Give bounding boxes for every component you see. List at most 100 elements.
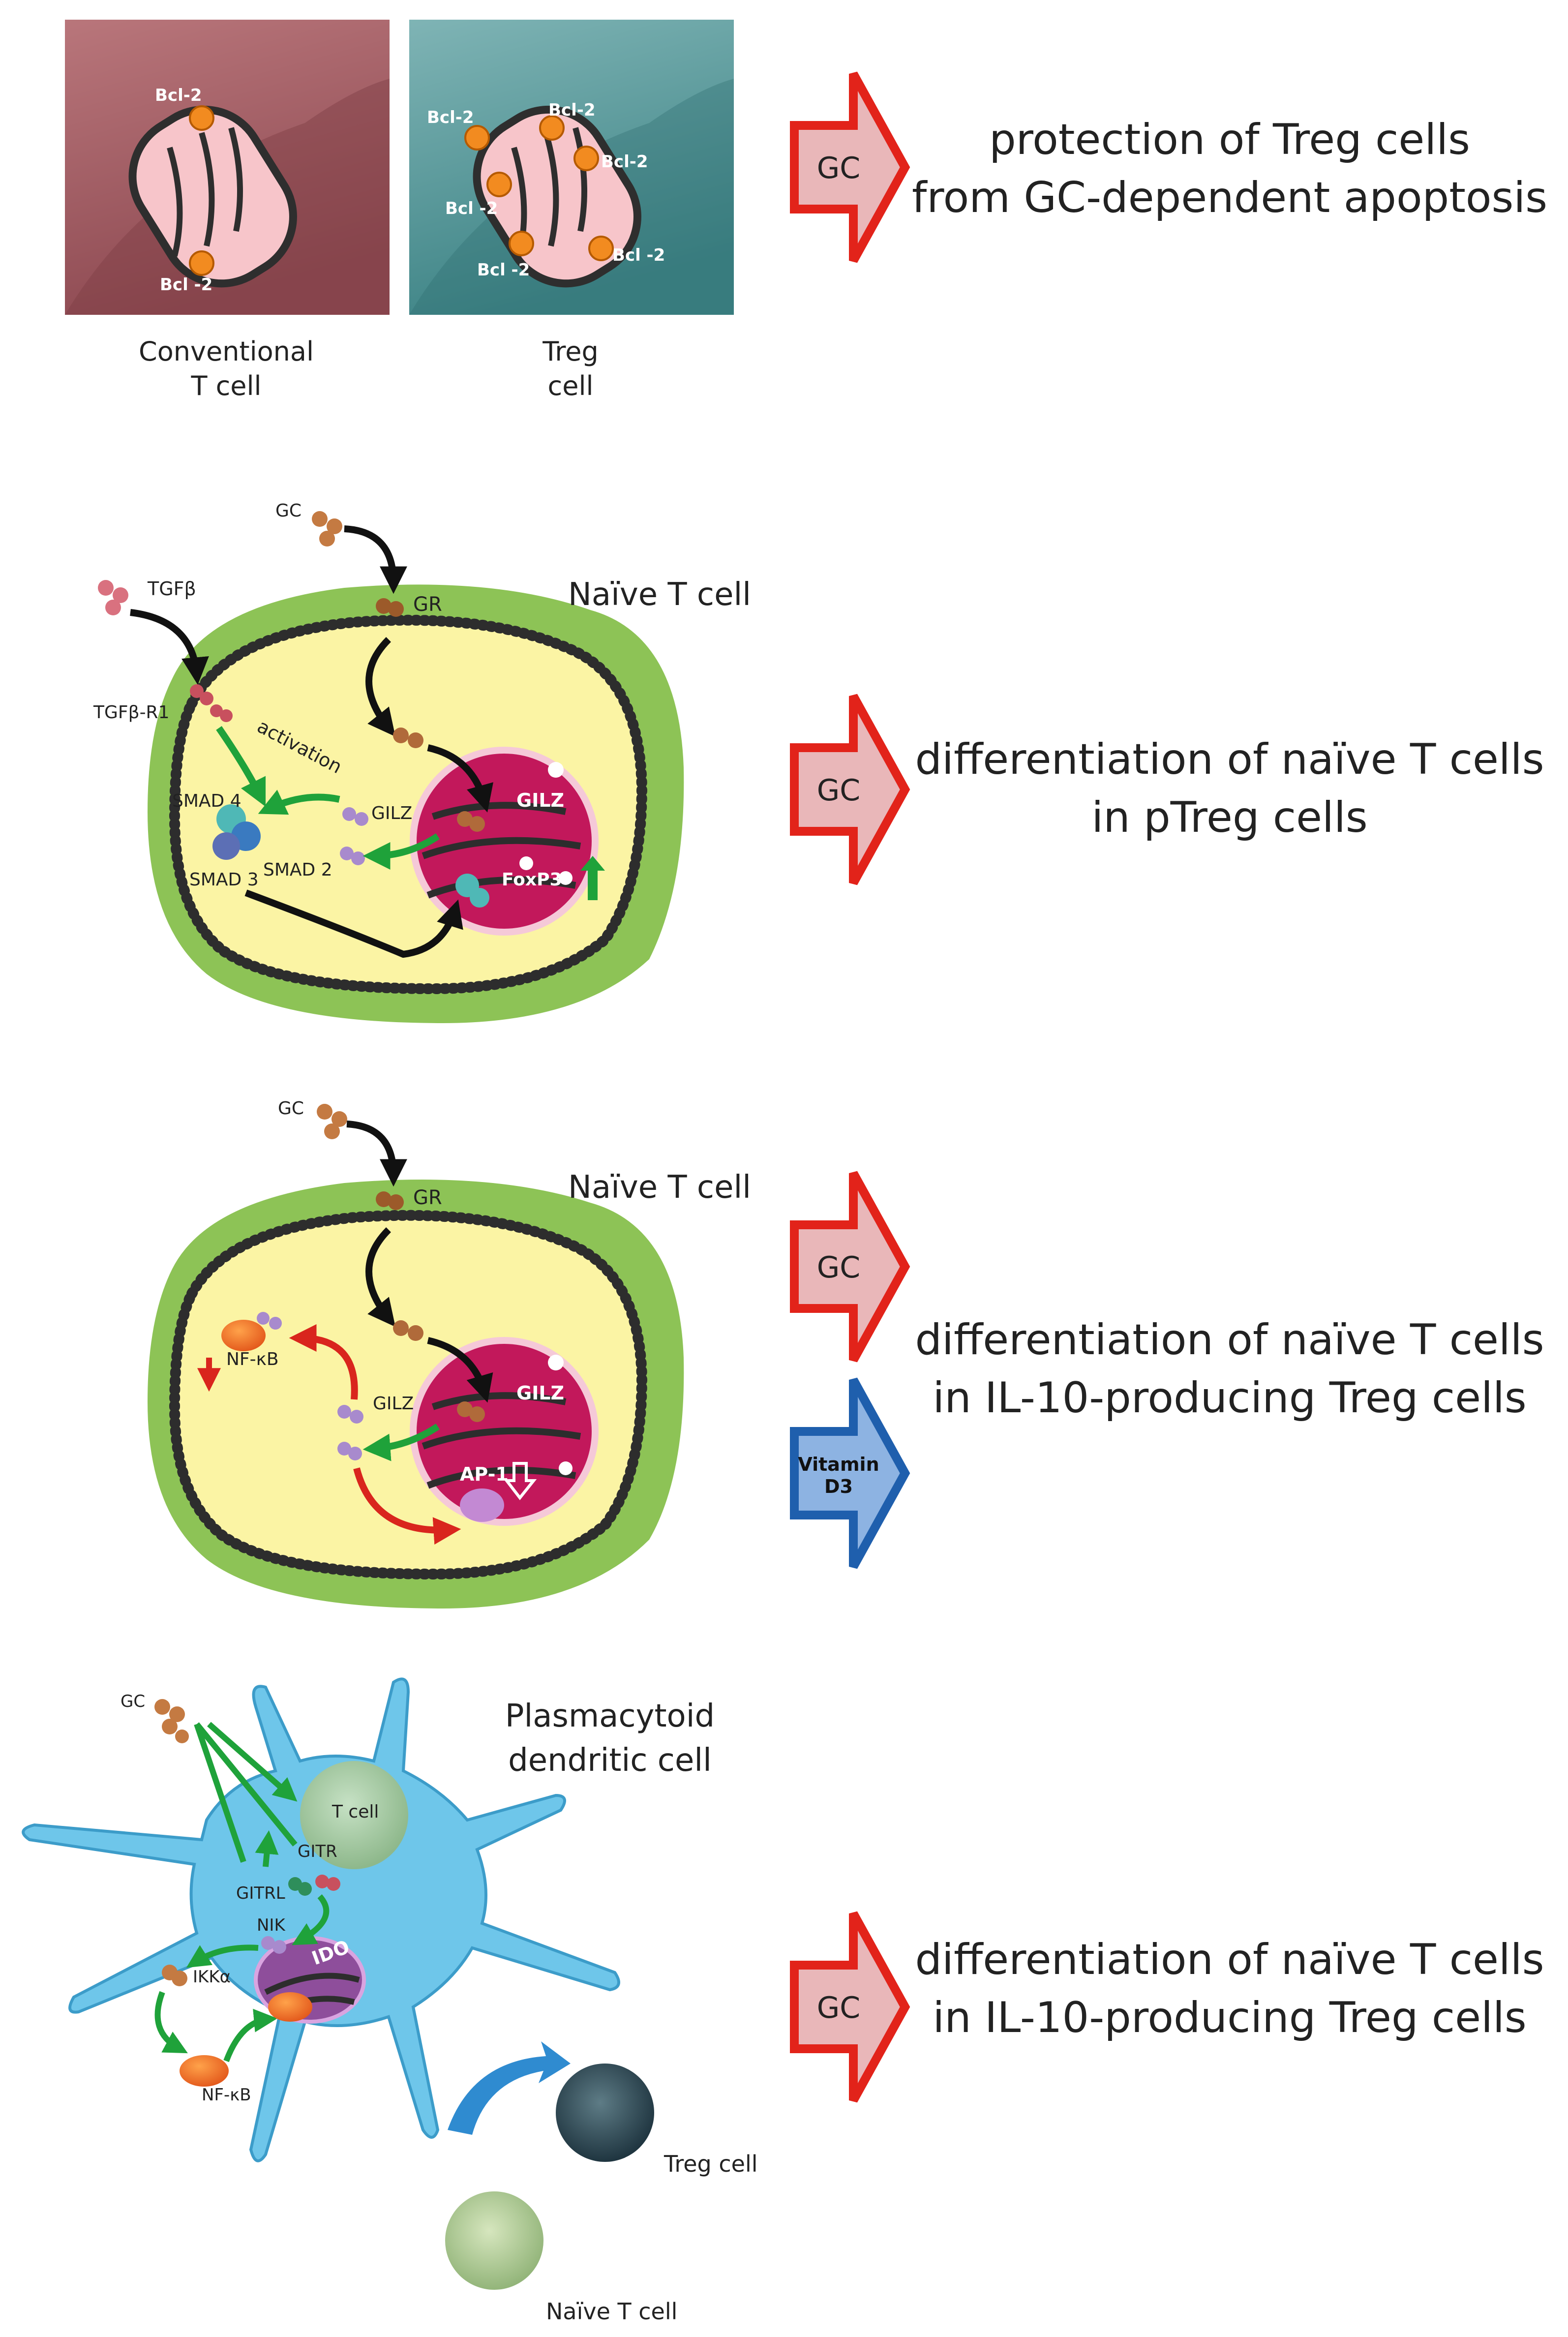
vitamin-d3-arrow: Vitamin D3 — [790, 1377, 910, 1569]
pdc-title: dendritic cell — [508, 1742, 712, 1779]
gitrl-label: GITRL — [236, 1883, 285, 1903]
gitr-receptor-icon — [315, 1875, 340, 1891]
bcl2-label: Bcl -2 — [477, 260, 530, 280]
gc-gr-complex-icon — [393, 728, 423, 748]
upregulation-arrow — [580, 856, 605, 900]
panel-4: T cell GC GITR GITRL NIK IKKα NF-κB IDO … — [22, 1677, 910, 2325]
gc-arrow-label: GC — [817, 1991, 860, 2025]
result-line: differentiation of naïve T cells — [915, 1935, 1544, 1984]
bcl2-label: Bcl-2 — [548, 100, 596, 120]
ikka-label: IKKα — [193, 1967, 231, 1987]
panel-1: Bcl-2 Bcl -2 Bcl-2 Bcl-2 Bcl-2 Bcl -2 Bc… — [65, 20, 910, 315]
result-line: in IL-10-producing Treg cells — [933, 1373, 1527, 1423]
nfkb-nuclear-icon — [268, 1992, 312, 2022]
vitamin-d3-label: Vitamin — [798, 1454, 879, 1475]
gilz-protein-icon — [337, 1405, 363, 1460]
naive-t-cell-title: Naïve T cell — [568, 1169, 751, 1206]
gr-receptor-icon — [376, 1191, 404, 1210]
ikka-icon — [162, 1965, 187, 1986]
gc-arrow-label: GC — [817, 151, 860, 185]
tgfbr1-label: TGFβ-R1 — [93, 702, 169, 723]
naive-t-cell-label: Naïve T cell — [546, 2298, 677, 2325]
nik-label: NIK — [257, 1915, 286, 1935]
bcl2-marker — [189, 250, 214, 276]
naive-t-cell-title: Naïve T cell — [568, 577, 751, 613]
gc-arrow: GC — [790, 71, 910, 263]
pdc-title: Plasmacytoid — [505, 1698, 715, 1734]
gc-arrow: GC — [790, 1911, 910, 2103]
gc-label: GC — [121, 1692, 145, 1711]
caption-line: Treg — [543, 336, 599, 367]
gr-label: GR — [413, 1186, 442, 1209]
result-text-panel-2: differentiation of naïve T cells in pTre… — [905, 730, 1554, 847]
gc-molecule-icon — [154, 1699, 189, 1743]
nik-icon — [261, 1936, 286, 1954]
smad2-label: SMAD 2 — [263, 860, 332, 880]
foxp3-label: FoxP3 — [502, 870, 562, 890]
bcl2-markers-treg — [464, 115, 614, 261]
bcl2-label: Bcl-2 — [155, 86, 202, 105]
smad4-label: SMAD 4 — [172, 791, 241, 811]
bcl2-label: Bcl -2 — [445, 199, 498, 218]
ap1-label: AP-1 — [460, 1463, 509, 1485]
gc-label: GC — [278, 1098, 304, 1119]
mitochondrion-conventional — [128, 105, 297, 288]
result-text-panel-3: differentiation of naïve T cells in IL-1… — [905, 1311, 1554, 1427]
vitamin-d3-label: D3 — [824, 1476, 853, 1497]
treg-cell-icon — [556, 2064, 654, 2162]
panel-3: GC GR Naïve T cell NF-κB GILZ GILZ AP-1 … — [148, 1098, 910, 1609]
t-cell-label: T cell — [332, 1802, 379, 1822]
result-line: from GC-dependent apoptosis — [911, 173, 1548, 222]
tgfb-receptor-icon — [190, 684, 213, 705]
gitr-label: GITR — [298, 1842, 337, 1861]
bcl2-marker — [189, 105, 214, 131]
conventional-t-cell-caption: Conventional T cell — [98, 334, 354, 403]
gc-arrow: GC — [790, 1171, 910, 1363]
gilz-protein-icon — [340, 807, 368, 865]
gilz-label-cyto: GILZ — [371, 803, 412, 823]
treg-cell-caption: Treg cell — [443, 334, 698, 403]
gc-label: GC — [275, 501, 302, 521]
caption-line: Conventional — [139, 336, 314, 367]
nfkb-label: NF-κB — [226, 1349, 279, 1369]
bcl2-label: Bcl-2 — [427, 108, 474, 127]
result-line: differentiation of naïve T cells — [915, 735, 1544, 784]
gr-label: GR — [413, 593, 442, 616]
naive-t-cell-icon — [445, 2191, 543, 2290]
t-cell-icon — [300, 1761, 408, 1869]
gr-receptor-icon — [376, 598, 404, 617]
gc-molecule-icon — [312, 511, 342, 546]
gc-arrow-label: GC — [817, 773, 860, 808]
caption-line: T cell — [191, 370, 262, 401]
ap1-protein-icon — [460, 1488, 504, 1522]
result-line: in pTreg cells — [1091, 793, 1368, 842]
result-text-panel-4: differentiation of naïve T cells in IL-1… — [905, 1931, 1554, 2047]
gilz-label-nucleus: GILZ — [516, 789, 564, 811]
bcl2-label: Bcl -2 — [160, 275, 212, 295]
conversion-arrow — [448, 2041, 571, 2135]
nfkb-protein-icon — [221, 1320, 266, 1351]
bcl2-label: Bcl -2 — [612, 245, 665, 265]
tgfb-molecule-icon — [98, 580, 128, 615]
smad3-label: SMAD 3 — [189, 870, 259, 890]
result-line: differentiation of naïve T cells — [915, 1315, 1544, 1365]
result-text-panel-1: protection of Treg cells from GC-depende… — [905, 111, 1554, 227]
gitrl-ligand-icon — [288, 1877, 312, 1896]
treg-cell-label: Treg cell — [663, 2151, 758, 2177]
smad-complex-icon — [212, 804, 261, 860]
result-line: protection of Treg cells — [989, 115, 1470, 164]
gilz-label-nucleus: GILZ — [516, 1382, 564, 1404]
nfkb-label: NF-κB — [202, 2085, 251, 2105]
bcl2-label: Bcl-2 — [601, 152, 648, 172]
gilz-label-cyto: GILZ — [373, 1394, 414, 1414]
gc-gr-complex-icon — [393, 1320, 423, 1341]
panel-2: GC GR Naïve T cell TGFβ TGFβ-R1 activati… — [93, 501, 910, 1023]
inhibition-arrow — [503, 1462, 537, 1500]
result-line: in IL-10-producing Treg cells — [933, 1993, 1527, 2042]
gc-arrow-label: GC — [817, 1250, 860, 1285]
tgfb-label: TGFβ — [147, 578, 196, 600]
gc-molecule-icon — [317, 1104, 347, 1139]
caption-line: cell — [547, 370, 594, 401]
nfkb-protein-icon — [180, 2055, 229, 2087]
